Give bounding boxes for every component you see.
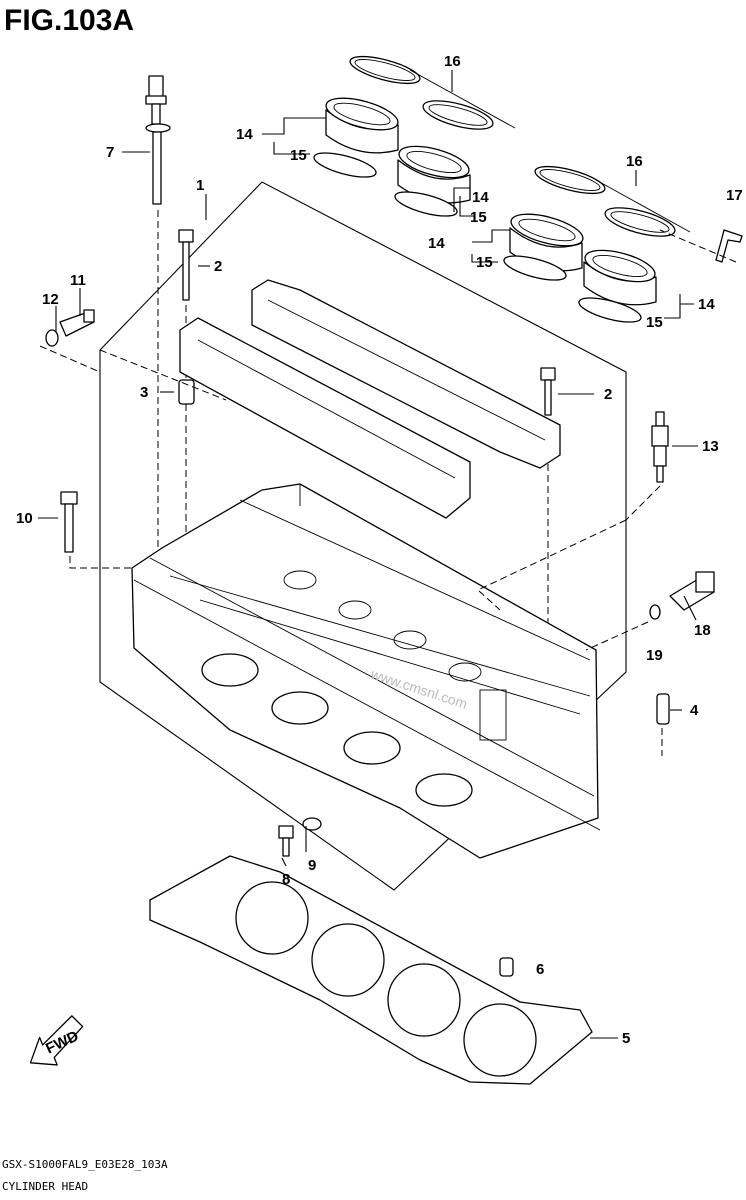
callout-16-right: 16	[626, 153, 643, 170]
callout-6: 6	[536, 961, 544, 978]
callout-1: 1	[196, 177, 204, 194]
callout-15-d: 15	[646, 314, 663, 331]
dowel-3	[178, 379, 195, 405]
callout-7: 7	[106, 144, 114, 161]
spark-plug-13	[477, 411, 669, 611]
bolt-7	[145, 75, 171, 560]
callout-15-c: 15	[476, 254, 493, 271]
bolt-10	[60, 491, 132, 569]
callout-12: 12	[42, 291, 59, 308]
dowel-4	[656, 693, 670, 756]
callout-14-a: 14	[236, 126, 253, 143]
callout-14-d: 14	[698, 296, 715, 313]
callout-10: 10	[16, 510, 33, 527]
callouts: 1 2 2 3 4 5 6 7 8 9 10 11 12 13 14 14 14…	[16, 53, 743, 1047]
callout-15-a: 15	[290, 147, 307, 164]
model-code: GSX-S1000FAL9_E03E28_103A	[2, 1158, 168, 1171]
figure-name: CYLINDER HEAD	[2, 1180, 88, 1193]
cylinder-head	[99, 349, 601, 859]
callout-16-top: 16	[444, 53, 461, 70]
callout-14-c: 14	[428, 235, 445, 252]
callout-8: 8	[282, 871, 290, 888]
callout-17: 17	[726, 187, 743, 204]
callout-9: 9	[308, 857, 316, 874]
fwd-arrow-icon: FWD	[29, 1015, 84, 1066]
callout-19: 19	[646, 647, 663, 664]
leader-lines	[38, 70, 698, 1039]
bolt-2-right	[540, 367, 556, 640]
callout-2-left: 2	[214, 258, 222, 275]
bolt-8	[278, 817, 322, 857]
callout-4: 4	[690, 702, 699, 719]
callout-18: 18	[694, 622, 711, 639]
plug-11	[39, 309, 101, 373]
sensor-18	[585, 571, 715, 651]
figure-title: FIG.103A	[4, 4, 134, 37]
head-gasket-5	[149, 855, 593, 1085]
callout-5: 5	[622, 1030, 630, 1047]
callout-3: 3	[140, 384, 148, 401]
callout-13: 13	[702, 438, 719, 455]
callout-11: 11	[70, 272, 86, 289]
callout-14-b: 14	[472, 189, 489, 206]
assembly-box	[99, 181, 627, 891]
bolt-2-left	[178, 229, 194, 560]
camshaft-caps	[179, 279, 561, 519]
callout-2-right: 2	[604, 386, 612, 403]
callout-15-b: 15	[470, 209, 487, 226]
intake-holders	[313, 55, 743, 323]
